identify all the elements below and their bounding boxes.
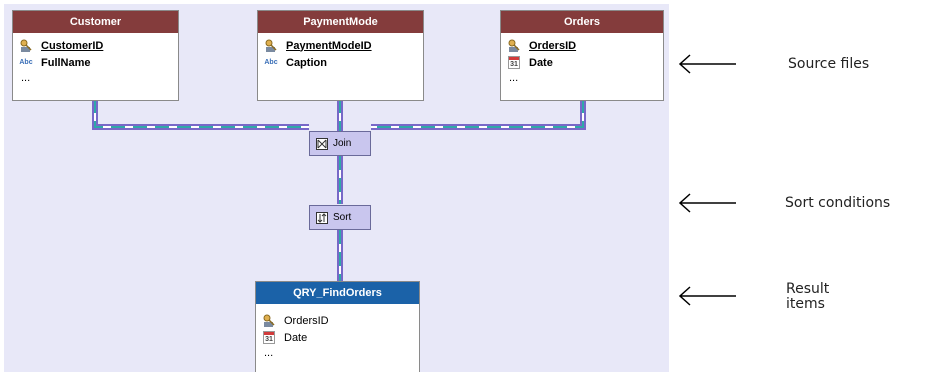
field-row[interactable]: CustomerID <box>13 37 178 54</box>
field-name: Date <box>529 56 553 69</box>
left-arrow-icon <box>678 286 736 306</box>
sort-node[interactable]: Sort <box>309 205 371 230</box>
field-name: PaymentModeID <box>286 39 372 52</box>
field-row[interactable]: Abc FullName <box>13 54 178 71</box>
calendar-icon-day: 31 <box>265 336 273 343</box>
source-file-title: PaymentMode <box>258 11 423 33</box>
link-customer-join <box>92 99 309 130</box>
result-title: QRY_FindOrders <box>256 282 419 304</box>
link-lines <box>92 99 586 282</box>
field-name: OrdersID <box>529 39 577 52</box>
left-arrow-icon <box>678 54 736 74</box>
link-orders-join <box>371 99 586 130</box>
field-name: CustomerID <box>41 39 104 52</box>
annotation-text: Sort conditions <box>785 194 891 211</box>
join-label: Join <box>333 138 352 149</box>
join-node[interactable]: Join <box>309 131 371 156</box>
source-file-customer[interactable]: Customer CustomerID Abc FullName ... <box>12 10 179 101</box>
text-field-icon-label: Abc <box>264 59 278 66</box>
text-field-icon-label: Abc <box>19 59 33 66</box>
annotation-source-files: Source files <box>678 53 869 75</box>
sort-label: Sort <box>333 212 352 223</box>
annotation-sort-conditions: Sort conditions <box>678 192 890 214</box>
left-arrow-icon <box>678 193 736 213</box>
source-file-paymentmode[interactable]: PaymentMode PaymentModeID Abc Caption <box>257 10 424 101</box>
text-field-icon: Abc <box>264 56 278 70</box>
join-icon <box>316 137 328 150</box>
annotation-result-items: Result items <box>678 280 829 312</box>
source-file-title: Customer <box>13 11 178 33</box>
result-field-name: Date <box>284 331 308 344</box>
result-table-qry-findorders[interactable]: QRY_FindOrders OrdersID 31 Date ... <box>255 281 420 372</box>
sort-icon <box>316 211 328 224</box>
field-name: FullName <box>41 56 91 69</box>
field-row[interactable]: OrdersID <box>501 37 663 54</box>
calendar-icon-day: 31 <box>510 61 518 68</box>
key-icon <box>507 39 521 53</box>
annotation-text: Source files <box>788 55 870 72</box>
field-name: Caption <box>286 56 327 69</box>
field-row[interactable]: PaymentModeID <box>258 37 423 54</box>
result-field-row[interactable]: OrdersID <box>256 312 419 329</box>
field-row[interactable]: Abc Caption <box>258 54 423 71</box>
result-field-name: OrdersID <box>284 314 329 327</box>
key-icon <box>264 39 278 53</box>
calendar-icon: 31 <box>507 56 521 70</box>
more-fields-indicator: ... <box>264 347 274 359</box>
text-field-icon: Abc <box>19 56 33 70</box>
key-icon <box>19 39 33 53</box>
field-row[interactable]: 31 Date <box>501 54 663 71</box>
source-file-orders[interactable]: Orders OrdersID 31 Date ... <box>500 10 664 101</box>
more-fields-indicator: ... <box>21 72 31 84</box>
source-file-title: Orders <box>501 11 663 33</box>
diagram-canvas: Customer CustomerID Abc FullName ... Pay… <box>4 4 669 372</box>
more-fields-indicator: ... <box>509 72 519 84</box>
result-field-row[interactable]: 31 Date <box>256 329 419 346</box>
calendar-icon: 31 <box>262 331 276 345</box>
annotation-text: Result items <box>786 281 830 312</box>
key-icon <box>262 314 276 328</box>
